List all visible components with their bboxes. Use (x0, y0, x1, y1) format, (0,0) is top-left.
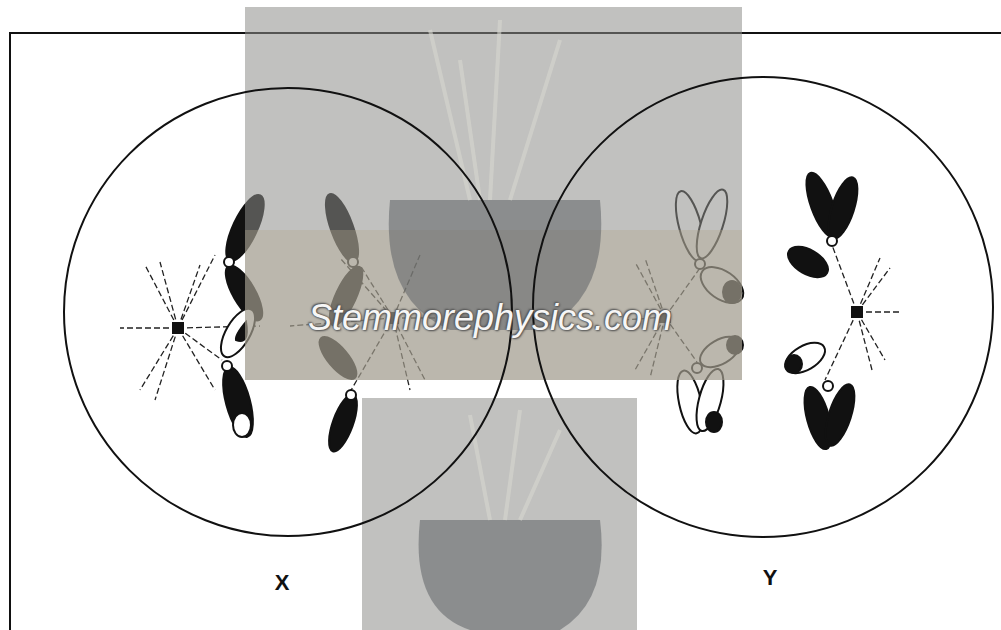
centriole (172, 322, 184, 334)
cell-label: X (275, 570, 290, 596)
centriole (851, 306, 863, 318)
watermark: Stemmorephysics.com (308, 297, 672, 339)
photo-overlay (245, 7, 742, 630)
cell-label: Y (763, 565, 778, 591)
